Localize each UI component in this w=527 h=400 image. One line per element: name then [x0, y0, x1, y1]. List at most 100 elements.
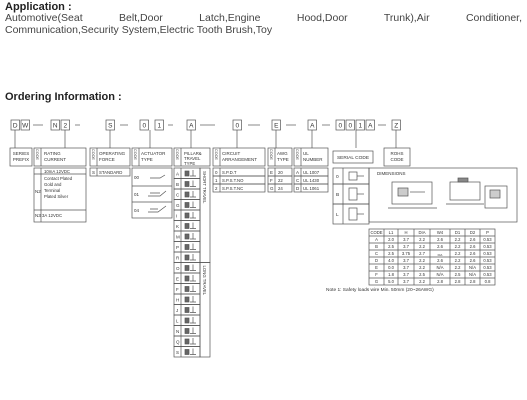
dim-table-cell-1-2: 3.7 — [403, 244, 409, 249]
dim-table-cell-2-7: 0.53 — [483, 251, 492, 256]
actuator-header — [131, 147, 173, 167]
code-box-w — [20, 119, 30, 131]
dim-table-cell-4-1: 0.0 — [388, 265, 394, 270]
dim-table-cell-2-3: 2.7 — [419, 251, 425, 256]
serial-row-1-code: B — [336, 192, 339, 198]
pillar-icon-L-a — [184, 317, 190, 324]
ul-row-2 — [293, 183, 329, 193]
dim-table-cell-3-4: 2.6 — [437, 258, 443, 263]
series-prefix-box — [9, 147, 33, 167]
pillar-code-B: B — [176, 182, 179, 187]
pillar-icon-B-b — [190, 180, 196, 187]
pillar-code-S: S — [176, 350, 179, 355]
circuit-row-0 — [212, 167, 266, 177]
pillar-code-K: K — [176, 224, 179, 229]
dim-table-header-L1: L1 — [389, 230, 394, 235]
dim-table-cell-5-2: 3.7 — [403, 272, 409, 277]
code-box-1b-label: 1 — [358, 123, 362, 130]
ul-row-0-value: UL 1007 — [303, 170, 320, 175]
dimension-terminal — [489, 189, 501, 199]
actuator-code-04: 04 — [134, 208, 140, 213]
code-box-2-label: 2 — [63, 123, 67, 130]
dim-table-header-D2: D2 — [470, 230, 476, 235]
code-box-1-label: 1 — [157, 123, 161, 130]
code-box-a-label: A — [189, 123, 194, 130]
pillar-code-O: O — [176, 266, 180, 271]
serial-code-label: SERIAL CODE — [337, 155, 369, 161]
safety-note: Note 1: Safety loads wire Min. 50mm (20~… — [326, 287, 434, 293]
awg-header-2: TYPE — [277, 157, 289, 162]
actuator-header-2: TYPE — [141, 157, 153, 162]
pillar-header-1: PILLAR& — [184, 151, 202, 156]
series-prefix-label-2: PREFIX — [13, 157, 29, 162]
pillar-header-3: TYPE — [184, 161, 195, 166]
dim-table-cell-3-6: 2.6 — [470, 258, 476, 263]
rating-row-1: Contact Plated — [44, 176, 73, 181]
ul-header-1: UL — [303, 151, 309, 156]
dim-table-c-note: DIA — [438, 253, 443, 257]
rating-row-1-code: N2 — [35, 189, 41, 194]
serial-row-2-icon — [348, 207, 358, 221]
dim-table-cell-1-1: 2.5 — [388, 244, 394, 249]
dim-table-header-W4: W4 — [437, 230, 444, 235]
ul-row-2-value: UL 1061 — [303, 186, 320, 191]
code-box-0d-label: 0 — [348, 123, 352, 130]
dim-table-cell-6-6: 2.8 — [470, 279, 476, 284]
dim-table-header-P: P — [486, 230, 489, 235]
serial-row-1-icon — [348, 187, 358, 201]
dim-table-header-D1: D1 — [455, 230, 461, 235]
pillar-code-N: N — [176, 329, 179, 334]
pillar-code-L: L — [176, 319, 179, 324]
rohs-header — [383, 147, 411, 167]
rating-current-header — [33, 147, 87, 167]
pillar-code-label: CODE — [175, 149, 179, 160]
dim-table-cell-6-4: 2.8 — [437, 279, 443, 284]
code-box-0c-label: 0 — [338, 123, 342, 130]
pillar-icon-H-b — [190, 296, 196, 303]
ul-row-0-code: A — [296, 170, 299, 175]
code-box-a3-label: A — [368, 123, 373, 130]
pillar-code-C: C — [176, 193, 180, 198]
pillar-code-H: H — [176, 298, 179, 303]
operating-force-header — [89, 147, 131, 167]
application-title: Application : — [5, 1, 72, 13]
dim-table-cell-6-7: 0.8 — [485, 279, 491, 284]
code-box-a2-label: A — [310, 123, 315, 130]
dim-table-cell-5-3: 2.5 — [419, 272, 425, 277]
dim-table-cell-1-3: 2.2 — [419, 244, 425, 249]
dim-table-cell-0-0: A — [375, 237, 378, 242]
pillar-icon-L-b — [190, 317, 196, 324]
dim-table-cell-4-7: 0.53 — [483, 265, 492, 270]
pillar-icon-M-b — [190, 233, 196, 240]
ul-row-1-value: UL 1430 — [303, 178, 320, 183]
dim-table-cell-0-5: 2.2 — [455, 237, 461, 242]
pillar-icon-S-a — [184, 349, 190, 355]
pillar-icon-A-a — [184, 170, 190, 177]
pillar-icon-N-b — [190, 327, 196, 334]
dim-table-cell-0-4: 2.6 — [437, 237, 443, 242]
dimensions-label: DIMENSIONS — [377, 171, 406, 176]
pillar-icon-N-a — [184, 328, 190, 334]
pillar-icon-O-b — [190, 264, 196, 271]
pillar-icon-B-a — [184, 181, 190, 187]
dim-table-cell-5-1: 1.8 — [388, 272, 394, 277]
dim-table-cell-0-6: 2.6 — [470, 237, 476, 242]
actuator-04-icon — [148, 205, 167, 213]
dimension-body-front — [391, 181, 433, 205]
pillar-icon-I-a — [184, 212, 190, 219]
code-box-s-label: S — [108, 123, 113, 130]
awg-row-2-value: 24 — [278, 186, 283, 191]
awg-header — [267, 147, 293, 167]
circuit-row-2-text: S.P.S.T.NC — [222, 186, 243, 191]
rohs-header-1: ROHS — [390, 151, 403, 156]
dim-table-cell-5-5: 2.5 — [455, 272, 461, 277]
code-box-0a — [139, 119, 149, 131]
pillar-icon-M-a — [184, 233, 190, 240]
dim-table-header-DIA: DIA — [419, 230, 426, 235]
serial-code-header — [332, 150, 374, 164]
dim-table-cell-4-4: N/A — [437, 265, 444, 270]
code-box-0c — [335, 119, 345, 131]
pillar-icon-H-a — [184, 296, 190, 303]
dim-table-cell-5-7: 0.53 — [483, 272, 492, 277]
